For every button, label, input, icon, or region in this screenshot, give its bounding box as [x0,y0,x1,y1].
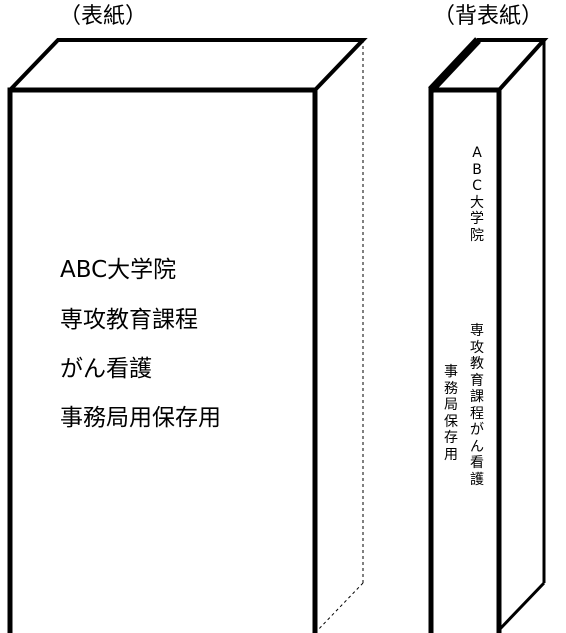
front-line-school: ABC大学院 [60,257,177,283]
spine-char: 局 [444,397,458,413]
spine-char: が [470,422,484,438]
spine-binder-side-bottom [497,581,546,632]
spine-char: 看 [470,455,484,471]
spine-char: 保 [444,413,458,430]
spine-char: C [472,178,482,194]
front-binder-hidden-edge-bottom [314,582,364,633]
front-line-office: 事務局用保存用 [60,405,221,431]
front-binder-face [7,87,318,633]
spine-char: 事 [444,364,458,380]
spine-char: 院 [470,227,484,244]
spine-binder-face [428,87,502,633]
spine-binder-top-thick-edge [428,37,481,93]
spine-caption: （背表紙） [433,4,544,29]
spine-char: 育 [470,372,484,389]
spine-char: A [472,145,482,161]
spine-char: 学 [470,211,484,227]
spine-column-course: 専攻教育課程がん看護 [468,323,486,488]
spine-char: 用 [444,446,458,463]
spine-char: ん [470,438,484,455]
spine-char: B [472,161,482,178]
front-binder-top [8,38,368,92]
spine-char: 教 [470,356,484,372]
spine-char: 攻 [470,339,484,356]
front-line-course: 専攻教育課程 [60,307,198,333]
front-line-specialty: がん看護 [60,356,152,382]
front-binder [7,38,368,633]
spine-column-office: 事務局保存用 [442,364,460,463]
spine-char: 程 [470,405,484,422]
spine-char: 大 [470,194,484,211]
spine-char: 護 [470,471,484,488]
spine-char: 専 [470,323,484,339]
spine-binder [428,37,549,633]
spine-char: 務 [444,380,458,397]
spine-char: 課 [470,389,484,405]
spine-char: 存 [444,430,458,446]
front-cover-caption: （表紙） [59,4,148,29]
spine-binder-top [429,38,549,92]
